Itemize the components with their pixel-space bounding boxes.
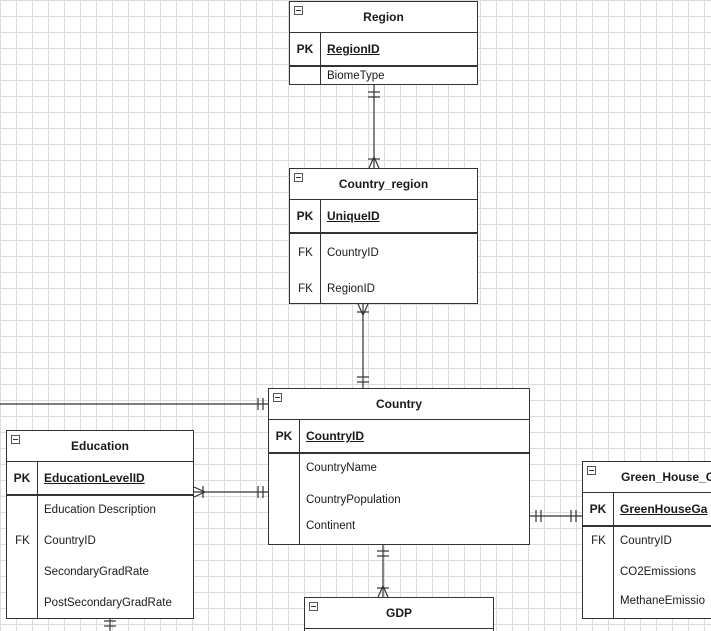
pk-attribute: GreenHouseGa — [620, 502, 708, 516]
pk-attribute: CountryID — [306, 429, 364, 443]
attribute-education-description[interactable]: Education Description — [44, 504, 156, 516]
pk-label: PK — [583, 493, 614, 525]
attribute-countryid[interactable]: CountryID — [620, 535, 672, 547]
fk-label: FK — [591, 535, 606, 547]
attribute-countryname[interactable]: CountryName — [306, 462, 377, 474]
entity-title[interactable]: Country_region — [290, 169, 477, 200]
pk-attribute: UniqueID — [327, 209, 380, 223]
attribute-list: CountryID RegionID — [321, 234, 477, 303]
attribute-list: CountryID CO2Emissions MethaneEmissio — [614, 527, 711, 618]
pk-attribute: RegionID — [327, 42, 380, 56]
collapse-icon[interactable] — [309, 602, 318, 611]
entity-title-label: Country — [376, 397, 422, 411]
entity-title-label: Country_region — [338, 177, 429, 191]
primary-key-row[interactable]: PK EducationLevelID — [7, 462, 193, 496]
fk-label: FK — [298, 247, 313, 259]
entity-title-label: Region — [363, 10, 404, 24]
entity-country-region[interactable]: Country_region PK UniqueID FK FK Country… — [289, 168, 478, 304]
attribute-co2emissions[interactable]: CO2Emissions — [620, 566, 697, 578]
pk-label: PK — [7, 462, 38, 494]
pk-label: PK — [290, 200, 321, 232]
fk-label: FK — [298, 283, 313, 295]
primary-key-row[interactable]: PK GreenHouseGa — [583, 493, 711, 527]
collapse-icon[interactable] — [11, 435, 20, 444]
entity-title-label: Green_House_G — [621, 470, 711, 484]
entity-title-label: GDP — [385, 606, 412, 620]
key-column: FK FK — [290, 234, 321, 303]
mark-zero-many-right — [362, 303, 369, 316]
entity-gdp[interactable]: GDP — [304, 597, 494, 631]
mark-zero-many-left — [357, 303, 364, 316]
attribute-secondarygradrate[interactable]: SecondaryGradRate — [44, 566, 149, 578]
entity-title[interactable]: Region — [290, 2, 477, 33]
entity-country[interactable]: Country PK CountryID CountryName Country… — [268, 388, 530, 545]
attribute-countryid[interactable]: CountryID — [327, 247, 379, 259]
pk-label: PK — [290, 33, 321, 65]
fk-label: FK — [15, 535, 30, 547]
attribute-regionid[interactable]: RegionID — [327, 283, 375, 295]
entity-green-house[interactable]: Green_House_G PK GreenHouseGa FK Country… — [582, 461, 711, 619]
attribute-postsecondarygradrate[interactable]: PostSecondaryGradRate — [44, 597, 172, 609]
attribute-methaneemissions[interactable]: MethaneEmissio — [620, 595, 706, 607]
key-column — [290, 67, 321, 84]
attribute-biometype[interactable]: BiomeType — [327, 70, 385, 82]
collapse-icon[interactable] — [294, 6, 303, 15]
primary-key-row[interactable]: PK CountryID — [269, 420, 529, 454]
attribute-continent[interactable]: Continent — [306, 520, 356, 532]
key-column — [269, 454, 300, 544]
entity-title-label: Education — [70, 439, 129, 453]
attribute-countrypopulation[interactable]: CountryPopulation — [306, 494, 401, 506]
entity-region[interactable]: Region PK RegionID BiomeType — [289, 1, 478, 85]
collapse-icon[interactable] — [587, 466, 596, 475]
attribute-list: BiomeType — [321, 67, 477, 84]
entity-education[interactable]: Education PK EducationLevelID FK Educati… — [6, 430, 194, 619]
entity-title[interactable]: Green_House_G — [583, 462, 711, 493]
collapse-icon[interactable] — [273, 393, 282, 402]
entity-title[interactable]: GDP — [305, 598, 493, 629]
attribute-list: CountryName CountryPopulation Continent — [300, 454, 529, 544]
entity-title[interactable]: Country — [269, 389, 529, 420]
pk-attribute: EducationLevelID — [44, 471, 145, 485]
attribute-countryid[interactable]: CountryID — [44, 535, 96, 547]
entity-title[interactable]: Education — [7, 431, 193, 462]
key-column: FK — [7, 496, 38, 618]
attribute-list: Education Description CountryID Secondar… — [38, 496, 193, 618]
primary-key-row[interactable]: PK RegionID — [290, 33, 477, 67]
collapse-icon[interactable] — [294, 173, 303, 182]
primary-key-row[interactable]: PK UniqueID — [290, 200, 477, 234]
key-column: FK — [583, 527, 614, 618]
pk-label: PK — [269, 420, 300, 452]
